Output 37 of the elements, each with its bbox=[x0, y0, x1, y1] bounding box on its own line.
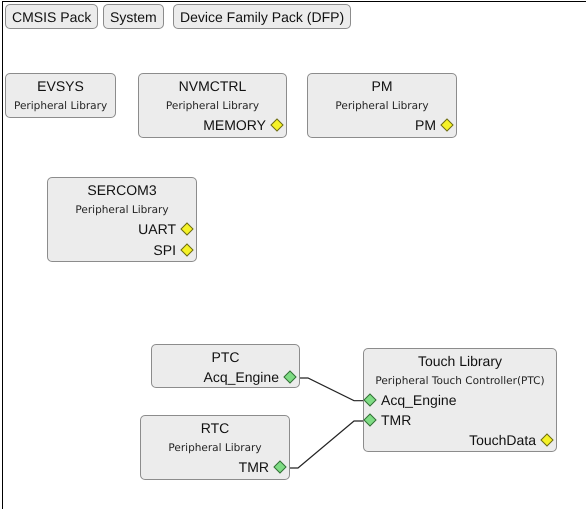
port-label: Acq_Engine bbox=[203, 369, 279, 385]
component-title: PTC bbox=[210, 348, 240, 366]
pack-box bbox=[103, 4, 164, 29]
port-label: Acq_Engine bbox=[381, 392, 457, 408]
component-title: EVSYS bbox=[36, 77, 85, 95]
component-subtitle: Peripheral Touch Controller(PTC) bbox=[374, 374, 546, 388]
port-label: MEMORY bbox=[203, 117, 266, 133]
component-title: Touch Library bbox=[416, 352, 504, 370]
port-label: PM bbox=[415, 117, 436, 133]
component-title: RTC bbox=[200, 419, 230, 437]
component-subtitle: Peripheral Library bbox=[14, 99, 107, 113]
component-box bbox=[5, 73, 116, 118]
component-box bbox=[363, 348, 557, 452]
pack-box bbox=[173, 4, 352, 29]
component-subtitle: Peripheral Library bbox=[334, 99, 430, 113]
component-title: NVMCTRL bbox=[178, 77, 248, 95]
component-title: SERCOM3 bbox=[86, 181, 158, 199]
connector-line bbox=[298, 377, 364, 402]
component-box bbox=[138, 73, 287, 138]
component-title: Device Family Pack (DFP) bbox=[180, 8, 344, 26]
component-box bbox=[307, 73, 457, 138]
component-box bbox=[151, 344, 300, 388]
component-title: PM bbox=[370, 77, 394, 95]
component-title: System bbox=[110, 8, 157, 26]
component-box bbox=[47, 177, 197, 262]
port-label: TouchData bbox=[469, 432, 536, 448]
component-subtitle: Peripheral Library bbox=[164, 99, 260, 113]
component-box bbox=[140, 415, 290, 480]
port-label: TMR bbox=[381, 412, 412, 428]
component-title: CMSIS Pack bbox=[12, 8, 92, 26]
port-label: UART bbox=[138, 221, 176, 237]
port-label: SPI bbox=[153, 242, 176, 258]
port-label: TMR bbox=[238, 459, 269, 475]
pack-box bbox=[5, 4, 98, 29]
component-subtitle: Peripheral Library bbox=[167, 441, 263, 455]
connector-line bbox=[288, 420, 364, 469]
component-subtitle: Peripheral Library bbox=[74, 203, 170, 217]
